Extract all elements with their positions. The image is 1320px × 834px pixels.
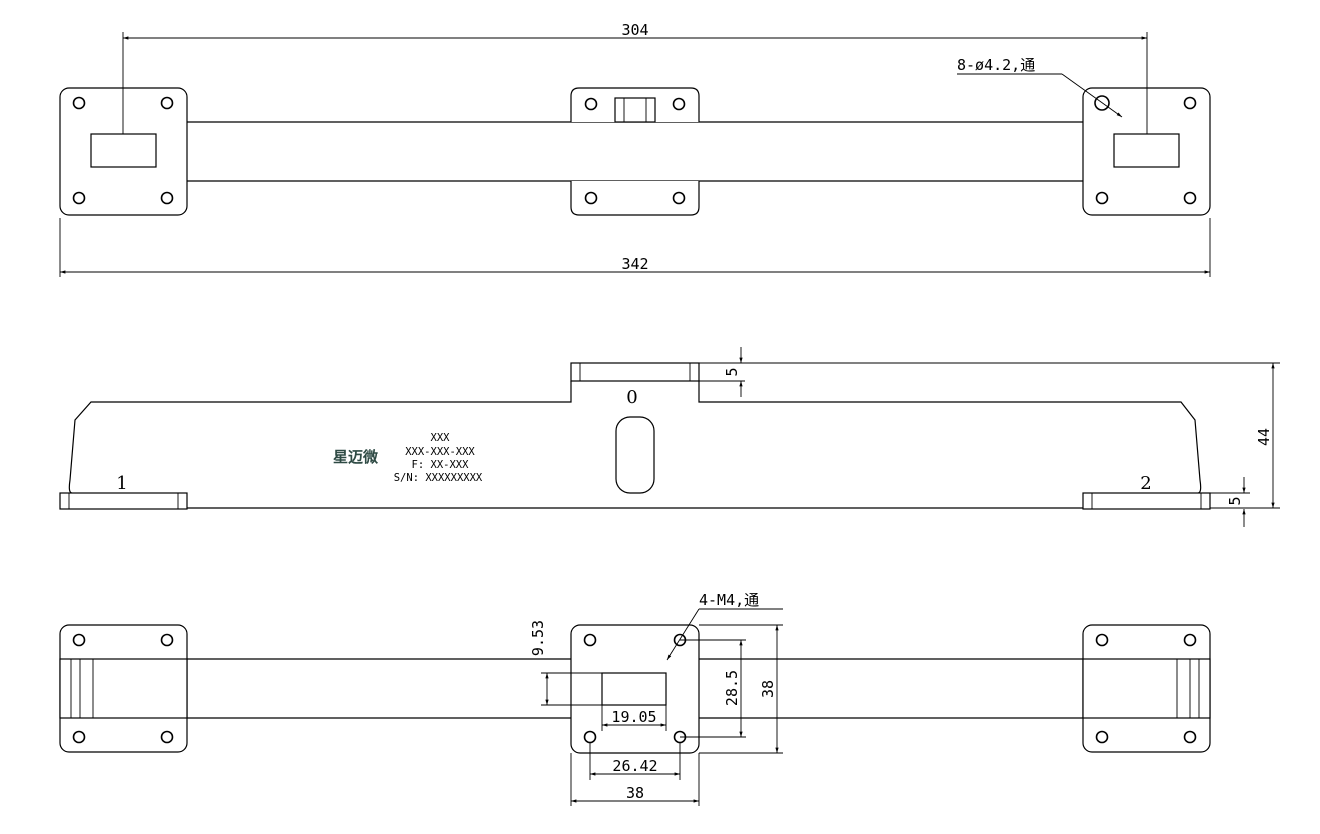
center-slot <box>615 416 655 494</box>
left-flange-side <box>59 492 188 510</box>
dim-26-42: 26.42 <box>612 757 657 775</box>
dim-9-53: 9.53 <box>529 620 547 656</box>
company-logo: 星迈微 <box>333 448 379 466</box>
marking-line-3: F: XX-XXX <box>412 459 470 471</box>
center-flange-top <box>570 87 700 122</box>
dim-28-5: 28.5 <box>723 670 741 706</box>
hole-note: 8-ø4.2,通 <box>957 56 1035 74</box>
center-flange-side <box>570 362 700 382</box>
bottom-view: 4-M4,通 9.53 19.05 28.5 38 26.42 38 <box>59 591 1211 806</box>
dim-5-top: 5 <box>723 367 741 376</box>
marking-line-2: XXX-XXX-XXX <box>405 446 475 458</box>
bottom-center-flange <box>570 624 700 754</box>
marking-line-4: S/N: XXXXXXXXX <box>394 472 483 484</box>
port-2-label: 2 <box>1140 473 1151 494</box>
right-flange <box>1082 87 1211 216</box>
dim-5-bottom: 5 <box>1226 496 1244 505</box>
right-flange-side <box>1082 492 1211 510</box>
top-view: 304 342 8-ø4.2,通 <box>59 21 1211 277</box>
marking-line-1: XXX <box>431 432 451 444</box>
dim-38-horizontal: 38 <box>626 784 644 802</box>
left-flange <box>59 87 188 216</box>
side-view: 0 1 2 星迈微 XXX XXX-XXX-XXX F: XX-XXX S/N:… <box>59 347 1280 527</box>
left-port-aperture <box>90 133 157 168</box>
port-1-label: 1 <box>116 473 127 494</box>
dim-19-05: 19.05 <box>611 708 656 726</box>
dim-304: 304 <box>621 21 648 39</box>
center-flange-bottom <box>570 181 700 216</box>
dim-44: 44 <box>1255 428 1273 446</box>
thread-note: 4-M4,通 <box>699 591 759 609</box>
center-port-aperture <box>601 672 667 706</box>
dim-38-vertical: 38 <box>759 680 777 698</box>
port-0-label: 0 <box>626 387 637 408</box>
right-port-aperture <box>1113 133 1180 168</box>
dim-342: 342 <box>621 255 648 273</box>
